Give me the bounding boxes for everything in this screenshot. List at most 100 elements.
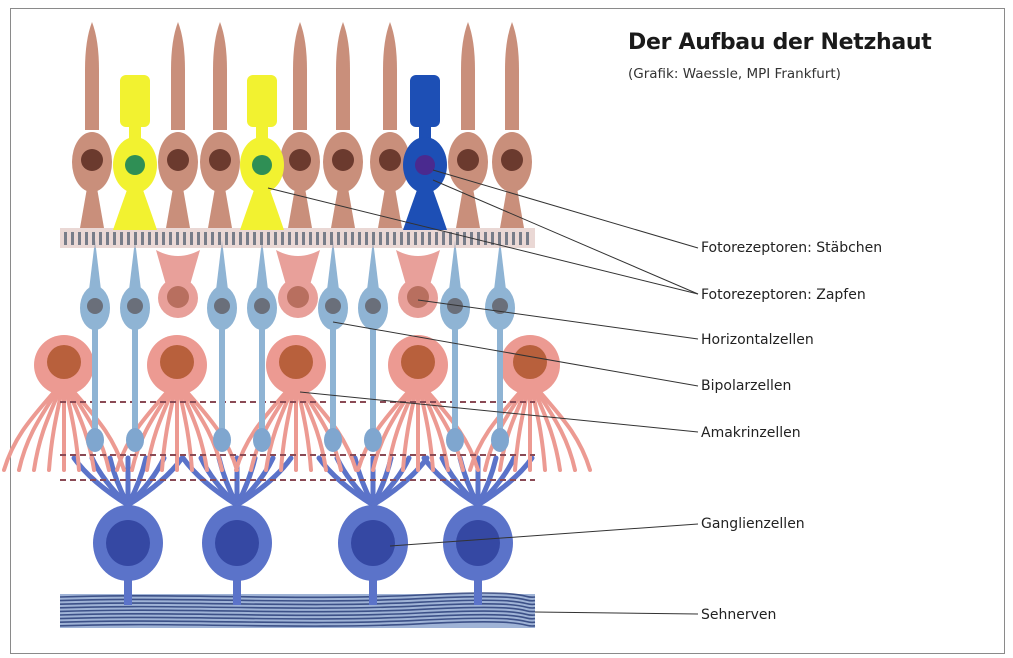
synapse-tick [372,232,375,245]
ganglion-nucleus [351,520,395,566]
bipolar-axon [497,320,503,440]
leader-line [390,524,698,546]
synapse-tick [393,232,396,245]
synapse-tick [428,232,431,245]
label-optic-nerve: Sehnerven [701,607,776,623]
bipolar-terminal [126,428,144,452]
amacrine-nucleus [160,345,194,379]
label-rods: Fotorezeptoren: Stäbchen [701,240,882,256]
synapse-tick [519,232,522,245]
synapse-tick [421,232,424,245]
synapse-tick [183,232,186,245]
synapse-tick [260,232,263,245]
rod-synapse [456,188,480,228]
rod-outer-segment [383,22,397,130]
synapse-tick [162,232,165,245]
synapse-tick [218,232,221,245]
synapse-tick [253,232,256,245]
synapse-tick [316,232,319,245]
synapse-tick [358,232,361,245]
synapse-tick [71,232,74,245]
cone-yellow-nucleus [252,155,272,175]
ganglion-nucleus [215,520,259,566]
rod-outer-segment [461,22,475,130]
synapse-tick [330,232,333,245]
rod-synapse [378,188,402,228]
synapse-tick [337,232,340,245]
synapse-tick [204,232,207,245]
rod-nucleus [81,149,103,171]
synapse-tick [78,232,81,245]
synapse-tick [351,232,354,245]
cone-yellow-outer-segment [120,75,150,127]
bipolar-terminal [213,428,231,452]
bipolar-terminal [253,428,271,452]
synapse-tick [498,232,501,245]
leader-line [535,612,698,614]
synapse-tick [484,232,487,245]
synapse-tick [113,232,116,245]
bipolar-terminal [86,428,104,452]
ganglion-nucleus [456,520,500,566]
cone-yellow-outer-segment [247,75,277,127]
bipolar-terminal [324,428,342,452]
synapse-tick [365,232,368,245]
bipolar-nucleus [365,298,381,314]
synapse-tick [246,232,249,245]
synapse-tick [232,232,235,245]
rod-synapse [208,188,232,228]
synapse-tick [407,232,410,245]
amacrine-nucleus [47,345,81,379]
synapse-tick [281,232,284,245]
synapse-tick [442,232,445,245]
horizontal-nucleus [287,286,309,308]
synapse-tick [386,232,389,245]
label-ganglion-cells: Ganglienzellen [701,516,805,532]
rod-nucleus [167,149,189,171]
synapse-tick [99,232,102,245]
synapse-tick [414,232,417,245]
rod-nucleus [332,149,354,171]
synapse-tick [169,232,172,245]
label-horizontal-cells: Horizontalzellen [701,332,814,348]
cone-yellow-nucleus [125,155,145,175]
synapse-tick [134,232,137,245]
bipolar-nucleus [87,298,103,314]
bipolar-axon [92,320,98,440]
rod-nucleus [457,149,479,171]
bipolar-axon [219,320,225,440]
bipolar-nucleus [325,298,341,314]
cone-blue-nucleus [415,155,435,175]
cone-yellow-connector [129,125,141,139]
rod-outer-segment [505,22,519,130]
rod-synapse [331,188,355,228]
synapse-tick [526,232,529,245]
cone-blue-outer-segment [410,75,440,127]
rod-nucleus [289,149,311,171]
bipolar-axon [259,320,265,440]
synapse-tick [400,232,403,245]
diagram-credit: (Grafik: Waessle, MPI Frankfurt) [628,66,841,82]
synapse-tick [197,232,200,245]
label-bipolar-cells: Bipolarzellen [701,378,791,394]
bipolar-axon [452,320,458,440]
synapse-tick [288,232,291,245]
cone-blue-pedicle [403,190,447,230]
cone-yellow-connector [256,125,268,139]
rod-outer-segment [213,22,227,130]
synapse-tick [267,232,270,245]
synapse-tick [190,232,193,245]
synapse-tick [92,232,95,245]
synapse-tick [64,232,67,245]
ganglion-nucleus [106,520,150,566]
synapse-tick [295,232,298,245]
rod-outer-segment [293,22,307,130]
amacrine-nucleus [279,345,313,379]
synapse-tick [309,232,312,245]
amacrine-nucleus [401,345,435,379]
cone-yellow-pedicle [240,190,284,230]
synapse-tick [155,232,158,245]
bipolar-terminal [446,428,464,452]
synapse-tick [344,232,347,245]
rod-nucleus [379,149,401,171]
